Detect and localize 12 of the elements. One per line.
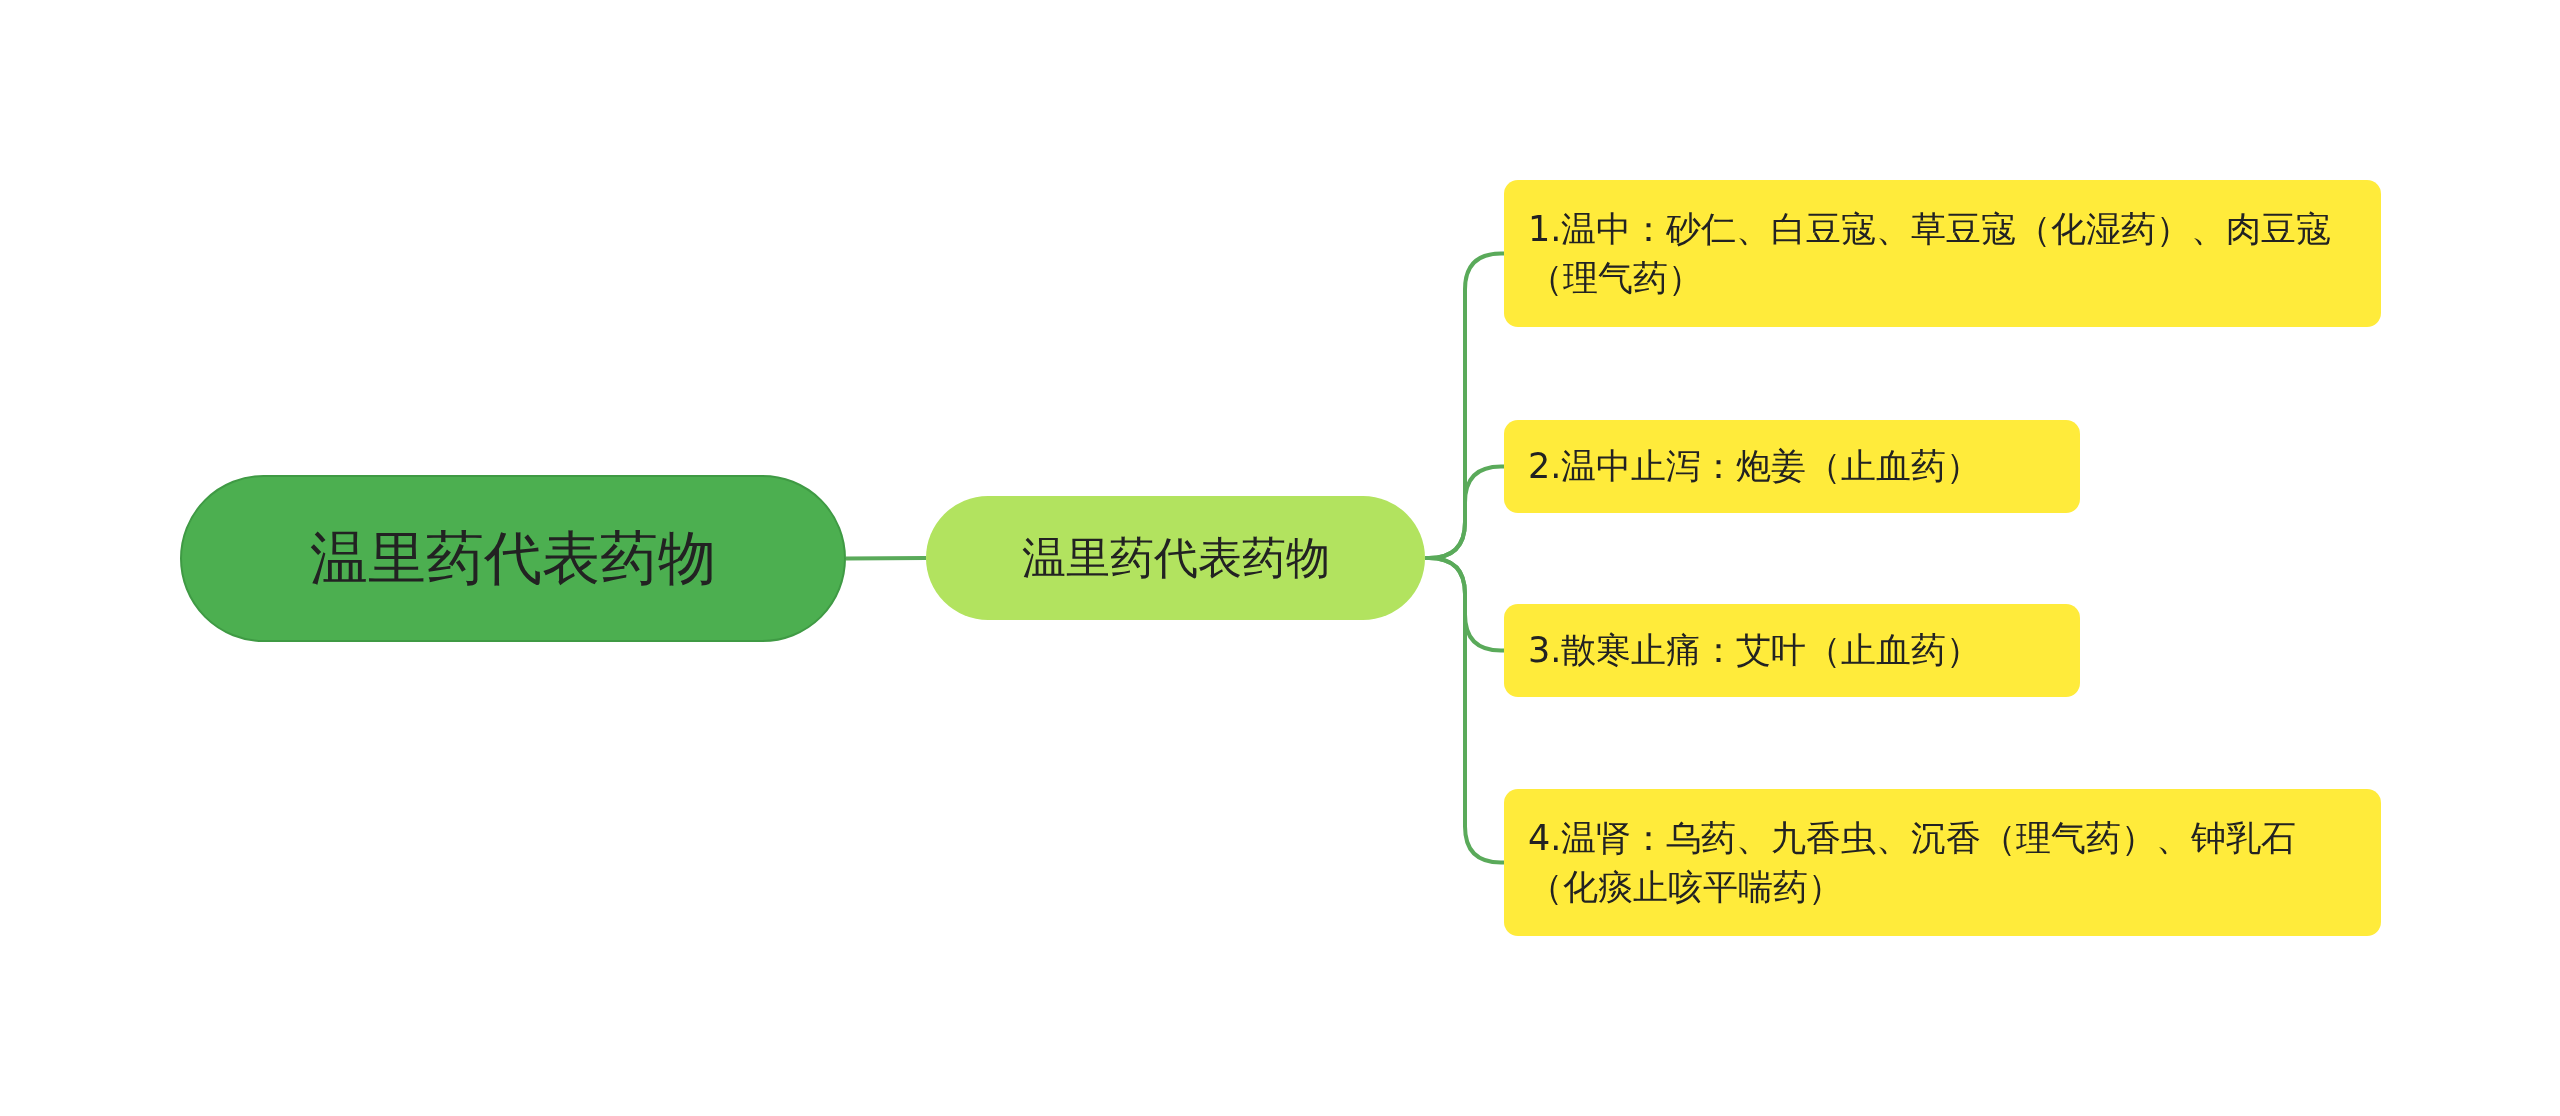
subtopic-box (1504, 180, 2381, 327)
connector-line (1425, 556, 1504, 865)
topic-text: 3.散寒止痛：艾叶（止血药） (1528, 629, 1982, 672)
subtopic-box (1504, 789, 2381, 936)
topic-text: 2.温中止泻：炮姜（止血药） (1528, 445, 1982, 488)
subtopic-box (1504, 604, 2080, 697)
topic-text: 1.温中：砂仁、白豆寇、草豆寇（化湿药）、肉豆寇（理气药） (1528, 207, 2333, 300)
subtopic-box (1504, 420, 2080, 513)
topic-text: 温里药代表药物 (1021, 531, 1330, 586)
topic-text: 温里药代表药物 (310, 522, 716, 594)
connector-line (846, 556, 926, 561)
topic-text: 4.温肾：乌药、九香虫、沉香（理气药）、钟乳石（化痰止咳平喘药） (1528, 816, 2298, 909)
